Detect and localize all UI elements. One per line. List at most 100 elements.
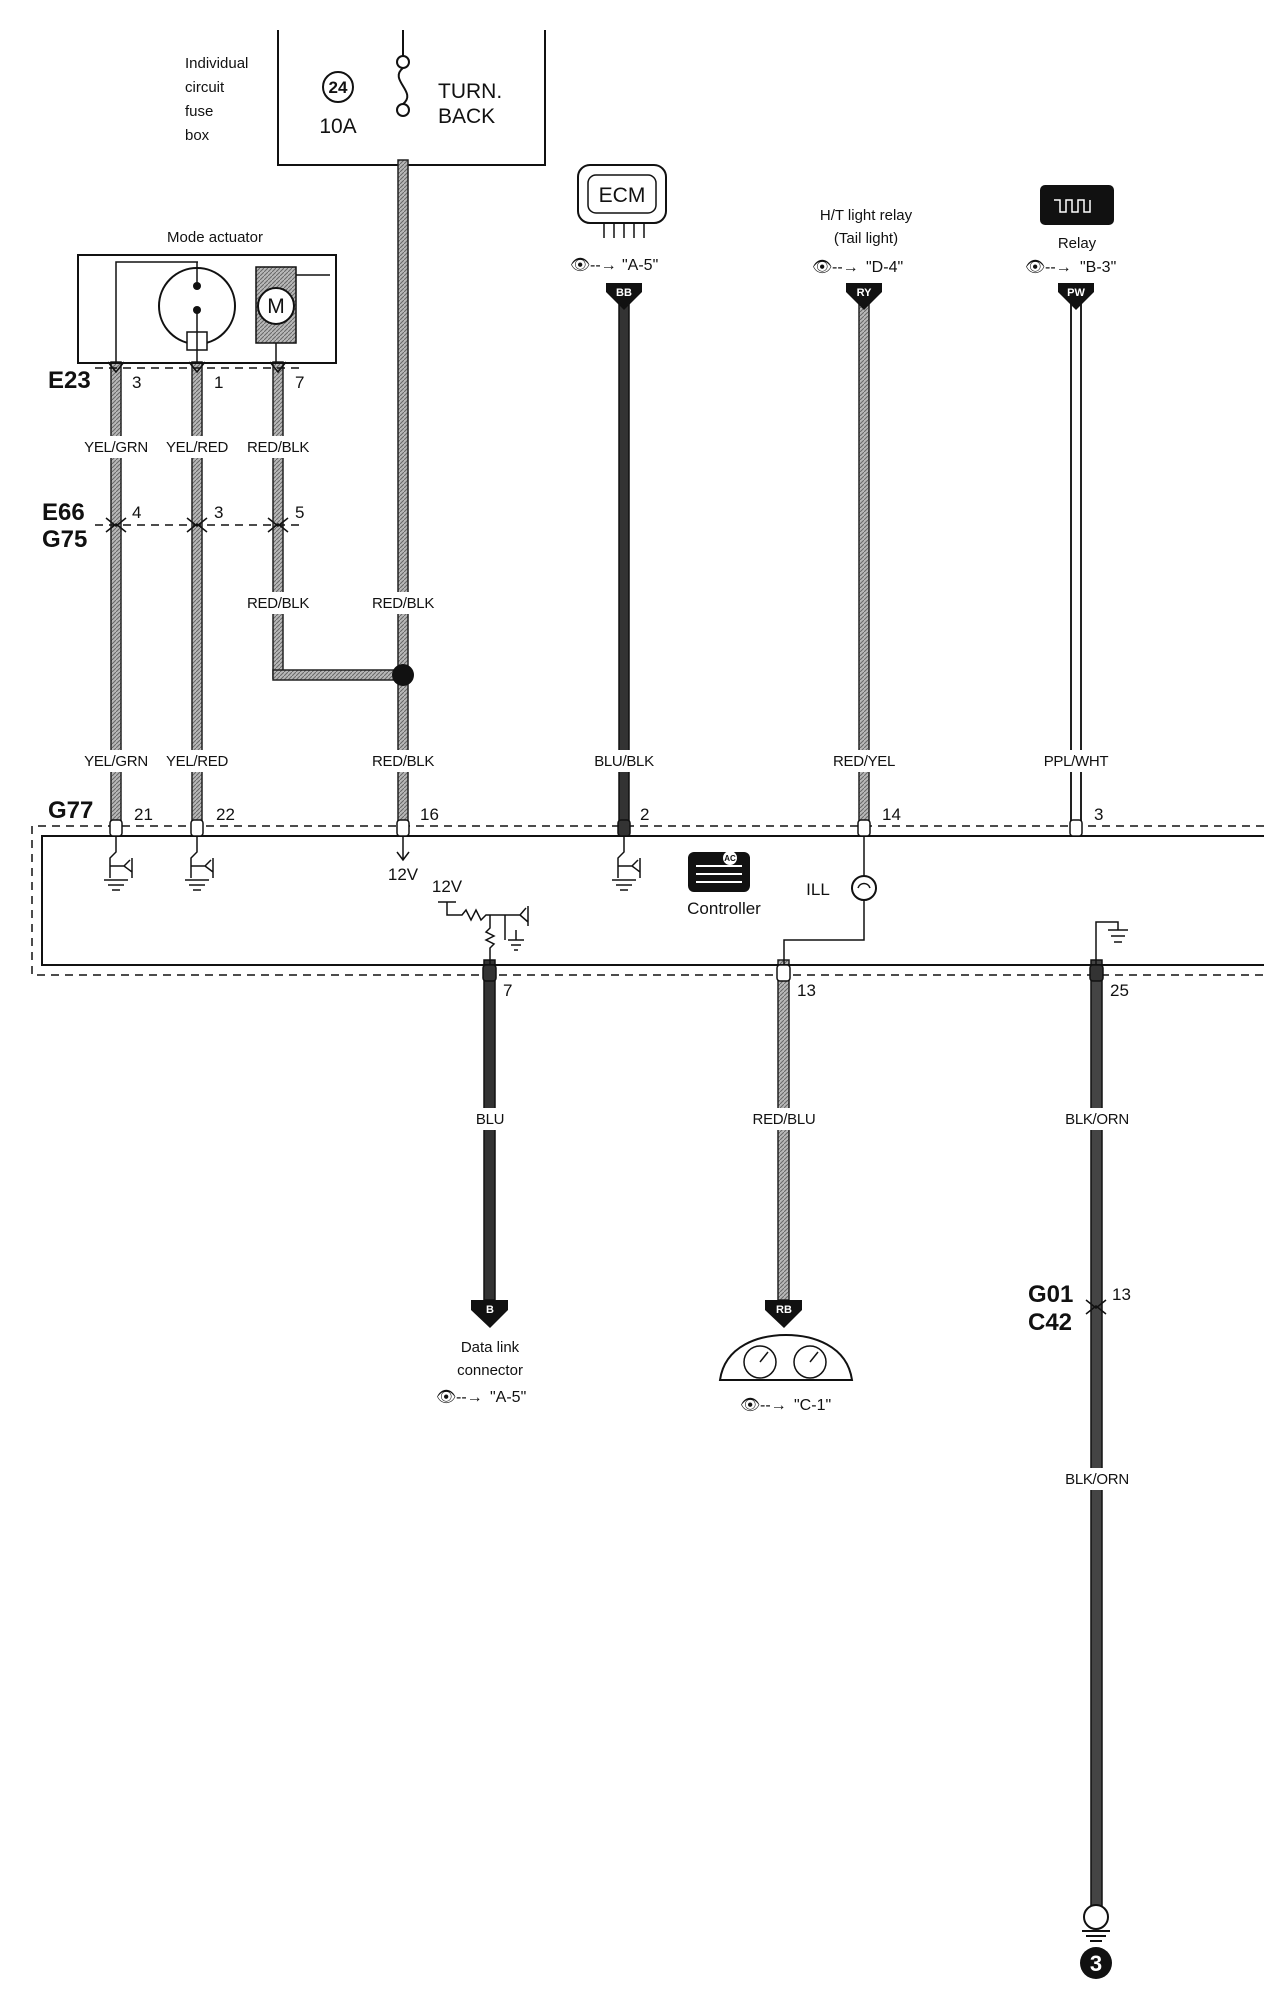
ht-relay-label-2: (Tail light) bbox=[834, 230, 898, 247]
label-blu: BLU bbox=[476, 1111, 504, 1128]
label-yel-grn-upper: YEL/GRN bbox=[84, 439, 148, 456]
label-yel-red-upper: YEL/RED bbox=[166, 439, 229, 456]
data-link-badge bbox=[471, 1300, 508, 1328]
motor-symbol: M bbox=[267, 295, 285, 318]
instrument-cluster-icon bbox=[718, 1333, 854, 1381]
ecm-label: ECM bbox=[599, 184, 646, 207]
g77-pin-22: 22 bbox=[216, 805, 235, 824]
ground-point: 3 bbox=[1080, 1904, 1112, 1979]
wire-labels-g77: YEL/GRN YEL/RED RED/BLK BLU/BLK RED/YEL … bbox=[74, 750, 1118, 772]
fuse-circuit-line-2: BACK bbox=[438, 105, 495, 128]
mode-actuator-title: Mode actuator bbox=[167, 229, 263, 246]
eye-icon: 👁 bbox=[812, 259, 832, 276]
combination-meter: RB 👁 --→ "C-1" bbox=[718, 1300, 854, 1414]
wires bbox=[110, 159, 1103, 1911]
data-link-ref: "A-5" bbox=[490, 1389, 526, 1406]
transistor-icon bbox=[104, 836, 133, 891]
svg-text:--→: --→ bbox=[760, 1397, 787, 1414]
eye-icon: 👁 bbox=[570, 257, 590, 274]
relay-ref: "B-3" bbox=[1080, 259, 1116, 276]
fuse-number: 24 bbox=[329, 78, 348, 97]
cluster-badge-text: RB bbox=[776, 1304, 792, 1316]
label-red-blk-mid-left: RED/BLK bbox=[247, 595, 309, 612]
ground-number: 3 bbox=[1090, 1951, 1102, 1976]
fuse-rating: 10A bbox=[319, 115, 356, 138]
c42-name: C42 bbox=[1028, 1309, 1072, 1336]
ac-icon-text: AC bbox=[724, 854, 736, 863]
ground-icon bbox=[1082, 1930, 1110, 1942]
relay-label: Relay bbox=[1058, 235, 1097, 252]
fuse-box: Individual circuit fuse box 24 10A TURN.… bbox=[185, 30, 546, 166]
e66-name: E66 bbox=[42, 499, 85, 526]
eye-icon: 👁 bbox=[1025, 259, 1045, 276]
wire-labels-bottom: BLU RED/BLU BLK/ORN BLK/ORN bbox=[460, 1108, 1138, 1490]
fuse-box-label-3: fuse bbox=[185, 103, 213, 120]
data-link-connector: B Data link connector 👁 --→ "A-5" bbox=[436, 1300, 526, 1406]
g77-pin-3: 3 bbox=[1094, 805, 1103, 824]
ht-relay-badge-text: RY bbox=[857, 287, 873, 299]
controller: G77 21 22 16 2 14 3 bbox=[31, 797, 1264, 1000]
cluster-ref: "C-1" bbox=[794, 1397, 831, 1414]
g77-pin-7: 7 bbox=[503, 981, 512, 1000]
e66-pin-3: 3 bbox=[214, 503, 223, 522]
fuse-box-label-2: circuit bbox=[185, 79, 225, 96]
data-link-badge-text: B bbox=[486, 1304, 494, 1316]
wire-red-blk-fuse bbox=[397, 159, 409, 831]
ground-number-circle bbox=[1080, 1947, 1112, 1979]
transistor-icon bbox=[612, 836, 641, 891]
ac-controller-icon: AC bbox=[688, 851, 750, 892]
e23-pin-1: 1 bbox=[214, 373, 223, 392]
g77-pin-21: 21 bbox=[134, 805, 153, 824]
fuse-symbol bbox=[396, 30, 410, 117]
e23-pin-7: 7 bbox=[295, 373, 304, 392]
g77-pin-2: 2 bbox=[640, 805, 649, 824]
ecm-badge bbox=[606, 283, 642, 310]
pullup-resistor-icon bbox=[438, 901, 529, 965]
label-blu-blk: BLU/BLK bbox=[594, 753, 654, 770]
relay-badge-text: PW bbox=[1067, 287, 1085, 299]
ecm-badge-text: BB bbox=[616, 287, 632, 299]
g77-pin-13: 13 bbox=[797, 981, 816, 1000]
wire-labels-upper: YEL/GRN YEL/RED RED/BLK bbox=[74, 436, 316, 458]
wire-red-blk-jumper bbox=[272, 669, 408, 681]
ecm-ref: 👁 --→ "A-5" bbox=[570, 257, 658, 274]
g77-pin-16: 16 bbox=[420, 805, 439, 824]
connector-e66-g75: E66 G75 4 3 5 bbox=[42, 499, 304, 553]
cluster-badge bbox=[765, 1300, 802, 1328]
label-ppl-wht: PPL/WHT bbox=[1044, 753, 1109, 770]
transistor-icon bbox=[185, 836, 214, 891]
supply-label: 12V bbox=[388, 865, 419, 884]
label-blk-orn-upper: BLK/ORN bbox=[1065, 1111, 1129, 1128]
fuse-box-label-1: Individual bbox=[185, 55, 248, 72]
label-red-blk-upper: RED/BLK bbox=[247, 439, 309, 456]
g77-name: G77 bbox=[48, 797, 93, 824]
controller-label: Controller bbox=[687, 899, 761, 918]
data-link-label-1: Data link bbox=[461, 1339, 520, 1356]
g01-name: G01 bbox=[1028, 1281, 1073, 1308]
ecm-component: ECM 👁 --→ "A-5" BB bbox=[570, 164, 667, 310]
g75-name: G75 bbox=[42, 526, 87, 553]
mode-actuator: Mode actuator M bbox=[77, 229, 337, 364]
internal-supply-label: 12V bbox=[432, 877, 463, 896]
svg-text:--→: --→ bbox=[590, 257, 617, 274]
ill-label: ILL bbox=[806, 880, 830, 899]
label-red-blu: RED/BLU bbox=[753, 1111, 816, 1128]
relay-component: Relay 👁 --→ "B-3" PW bbox=[1025, 185, 1116, 310]
connector-e23: E23 3 1 7 bbox=[48, 361, 304, 394]
e23-name: E23 bbox=[48, 367, 91, 394]
fuse-box-label-4: box bbox=[185, 127, 210, 144]
eye-icon: 👁 bbox=[436, 1389, 456, 1406]
ht-relay-ref: "D-4" bbox=[866, 259, 903, 276]
e66-pin-4: 4 bbox=[132, 503, 141, 522]
supply-arrow-icon bbox=[396, 836, 410, 862]
svg-text:--→: --→ bbox=[456, 1389, 483, 1406]
wire-red-blk-actuator bbox=[272, 361, 284, 679]
ht-relay-badge bbox=[846, 283, 882, 310]
g77-pin-25: 25 bbox=[1110, 981, 1129, 1000]
g01-pin-13: 13 bbox=[1112, 1285, 1131, 1304]
e66-pin-5: 5 bbox=[295, 503, 304, 522]
label-yel-grn-lower: YEL/GRN bbox=[84, 753, 148, 770]
ht-relay-label-1: H/T light relay bbox=[820, 207, 913, 224]
svg-text:--→: --→ bbox=[1045, 259, 1072, 276]
